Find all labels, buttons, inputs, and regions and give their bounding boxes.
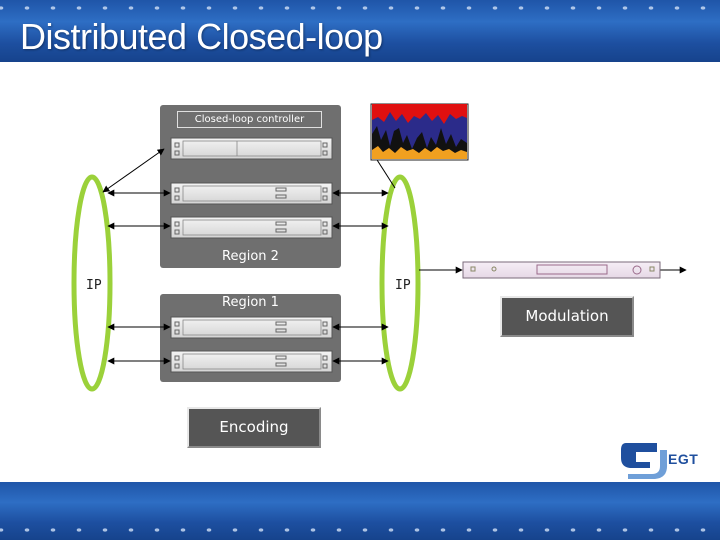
region-1-label: Region 1 bbox=[222, 295, 279, 310]
title-banner: Distributed Closed-loop bbox=[0, 0, 720, 62]
footer-banner bbox=[0, 482, 720, 540]
egt-logo-mark bbox=[621, 443, 668, 479]
closed-loop-controller-label: Closed-loop controller bbox=[177, 111, 322, 128]
rack-unit-region1-b bbox=[170, 350, 333, 373]
rack-unit-region1-a bbox=[170, 316, 333, 339]
ip-label-left: IP bbox=[86, 278, 102, 293]
modulator-device bbox=[462, 261, 661, 279]
egt-logo-text: EGT bbox=[668, 451, 699, 467]
connection-arrows bbox=[102, 148, 687, 365]
slide-title: Distributed Closed-loop bbox=[20, 16, 383, 57]
ip-ring-right bbox=[379, 174, 421, 392]
rack-unit-region2-a bbox=[170, 182, 333, 205]
region-2-label: Region 2 bbox=[222, 249, 279, 264]
encoding-label-box: Encoding bbox=[187, 407, 321, 448]
bitrate-chart bbox=[370, 103, 469, 161]
rack-unit-region2-b bbox=[170, 216, 333, 239]
ip-label-right: IP bbox=[395, 278, 411, 293]
ip-ring-left bbox=[71, 174, 113, 392]
modulation-label-box: Modulation bbox=[500, 296, 634, 337]
title-banner-dots bbox=[0, 4, 720, 12]
footer-banner-dots bbox=[0, 526, 720, 534]
rack-unit-controller bbox=[170, 137, 333, 160]
